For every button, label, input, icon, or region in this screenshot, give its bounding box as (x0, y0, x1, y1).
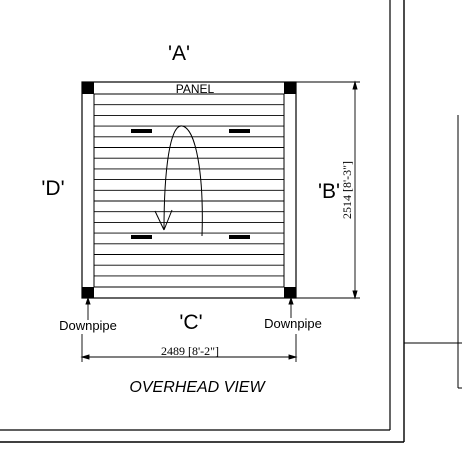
side-label-c: 'C' (179, 311, 202, 334)
bracket-mark-top-left (131, 129, 152, 133)
side-label-a: 'A' (168, 42, 190, 65)
panel-label: PANEL (176, 82, 215, 96)
width-arrow-right (288, 354, 298, 360)
corner-posts (82, 82, 296, 298)
width-arrow-left (80, 354, 90, 360)
height-dimension-text: 2514 [8'-3"] (340, 161, 354, 219)
rotation-arrowhead-right (163, 209, 173, 231)
post-bottom-right (284, 287, 296, 298)
panel-slats (94, 104, 284, 277)
height-arrow-top (352, 80, 358, 90)
downpipe-right-label: Downpipe (264, 316, 322, 331)
side-label-b: 'B' (318, 180, 340, 203)
downpipe-left-label: Downpipe (59, 318, 117, 333)
post-top-right (284, 82, 296, 94)
rotation-arrow (154, 125, 203, 237)
view-title: OVERHEAD VIEW (129, 379, 266, 396)
post-bottom-left (82, 287, 94, 298)
panel-outline (81, 81, 297, 299)
width-dimension-text: 2489 [8'-2"] (161, 344, 219, 358)
bracket-mark-bottom-left (131, 235, 152, 239)
rotation-arrow-curve (163, 125, 203, 237)
bracket-mark-bottom-right (229, 235, 250, 239)
bracket-marks (131, 129, 250, 239)
rotation-arrowhead-left (154, 210, 165, 231)
downpipe-left-arrow (85, 296, 91, 305)
height-dimension-lines (296, 80, 360, 300)
outer-frame (0, 0, 462, 443)
downpipe-leaders (85, 296, 294, 320)
width-dimension-lines (80, 334, 298, 362)
downpipe-right-arrow (288, 296, 294, 305)
post-top-left (82, 82, 94, 94)
bracket-mark-top-right (229, 129, 250, 133)
height-arrow-bottom (352, 290, 358, 300)
side-label-d: 'D' (41, 177, 64, 200)
